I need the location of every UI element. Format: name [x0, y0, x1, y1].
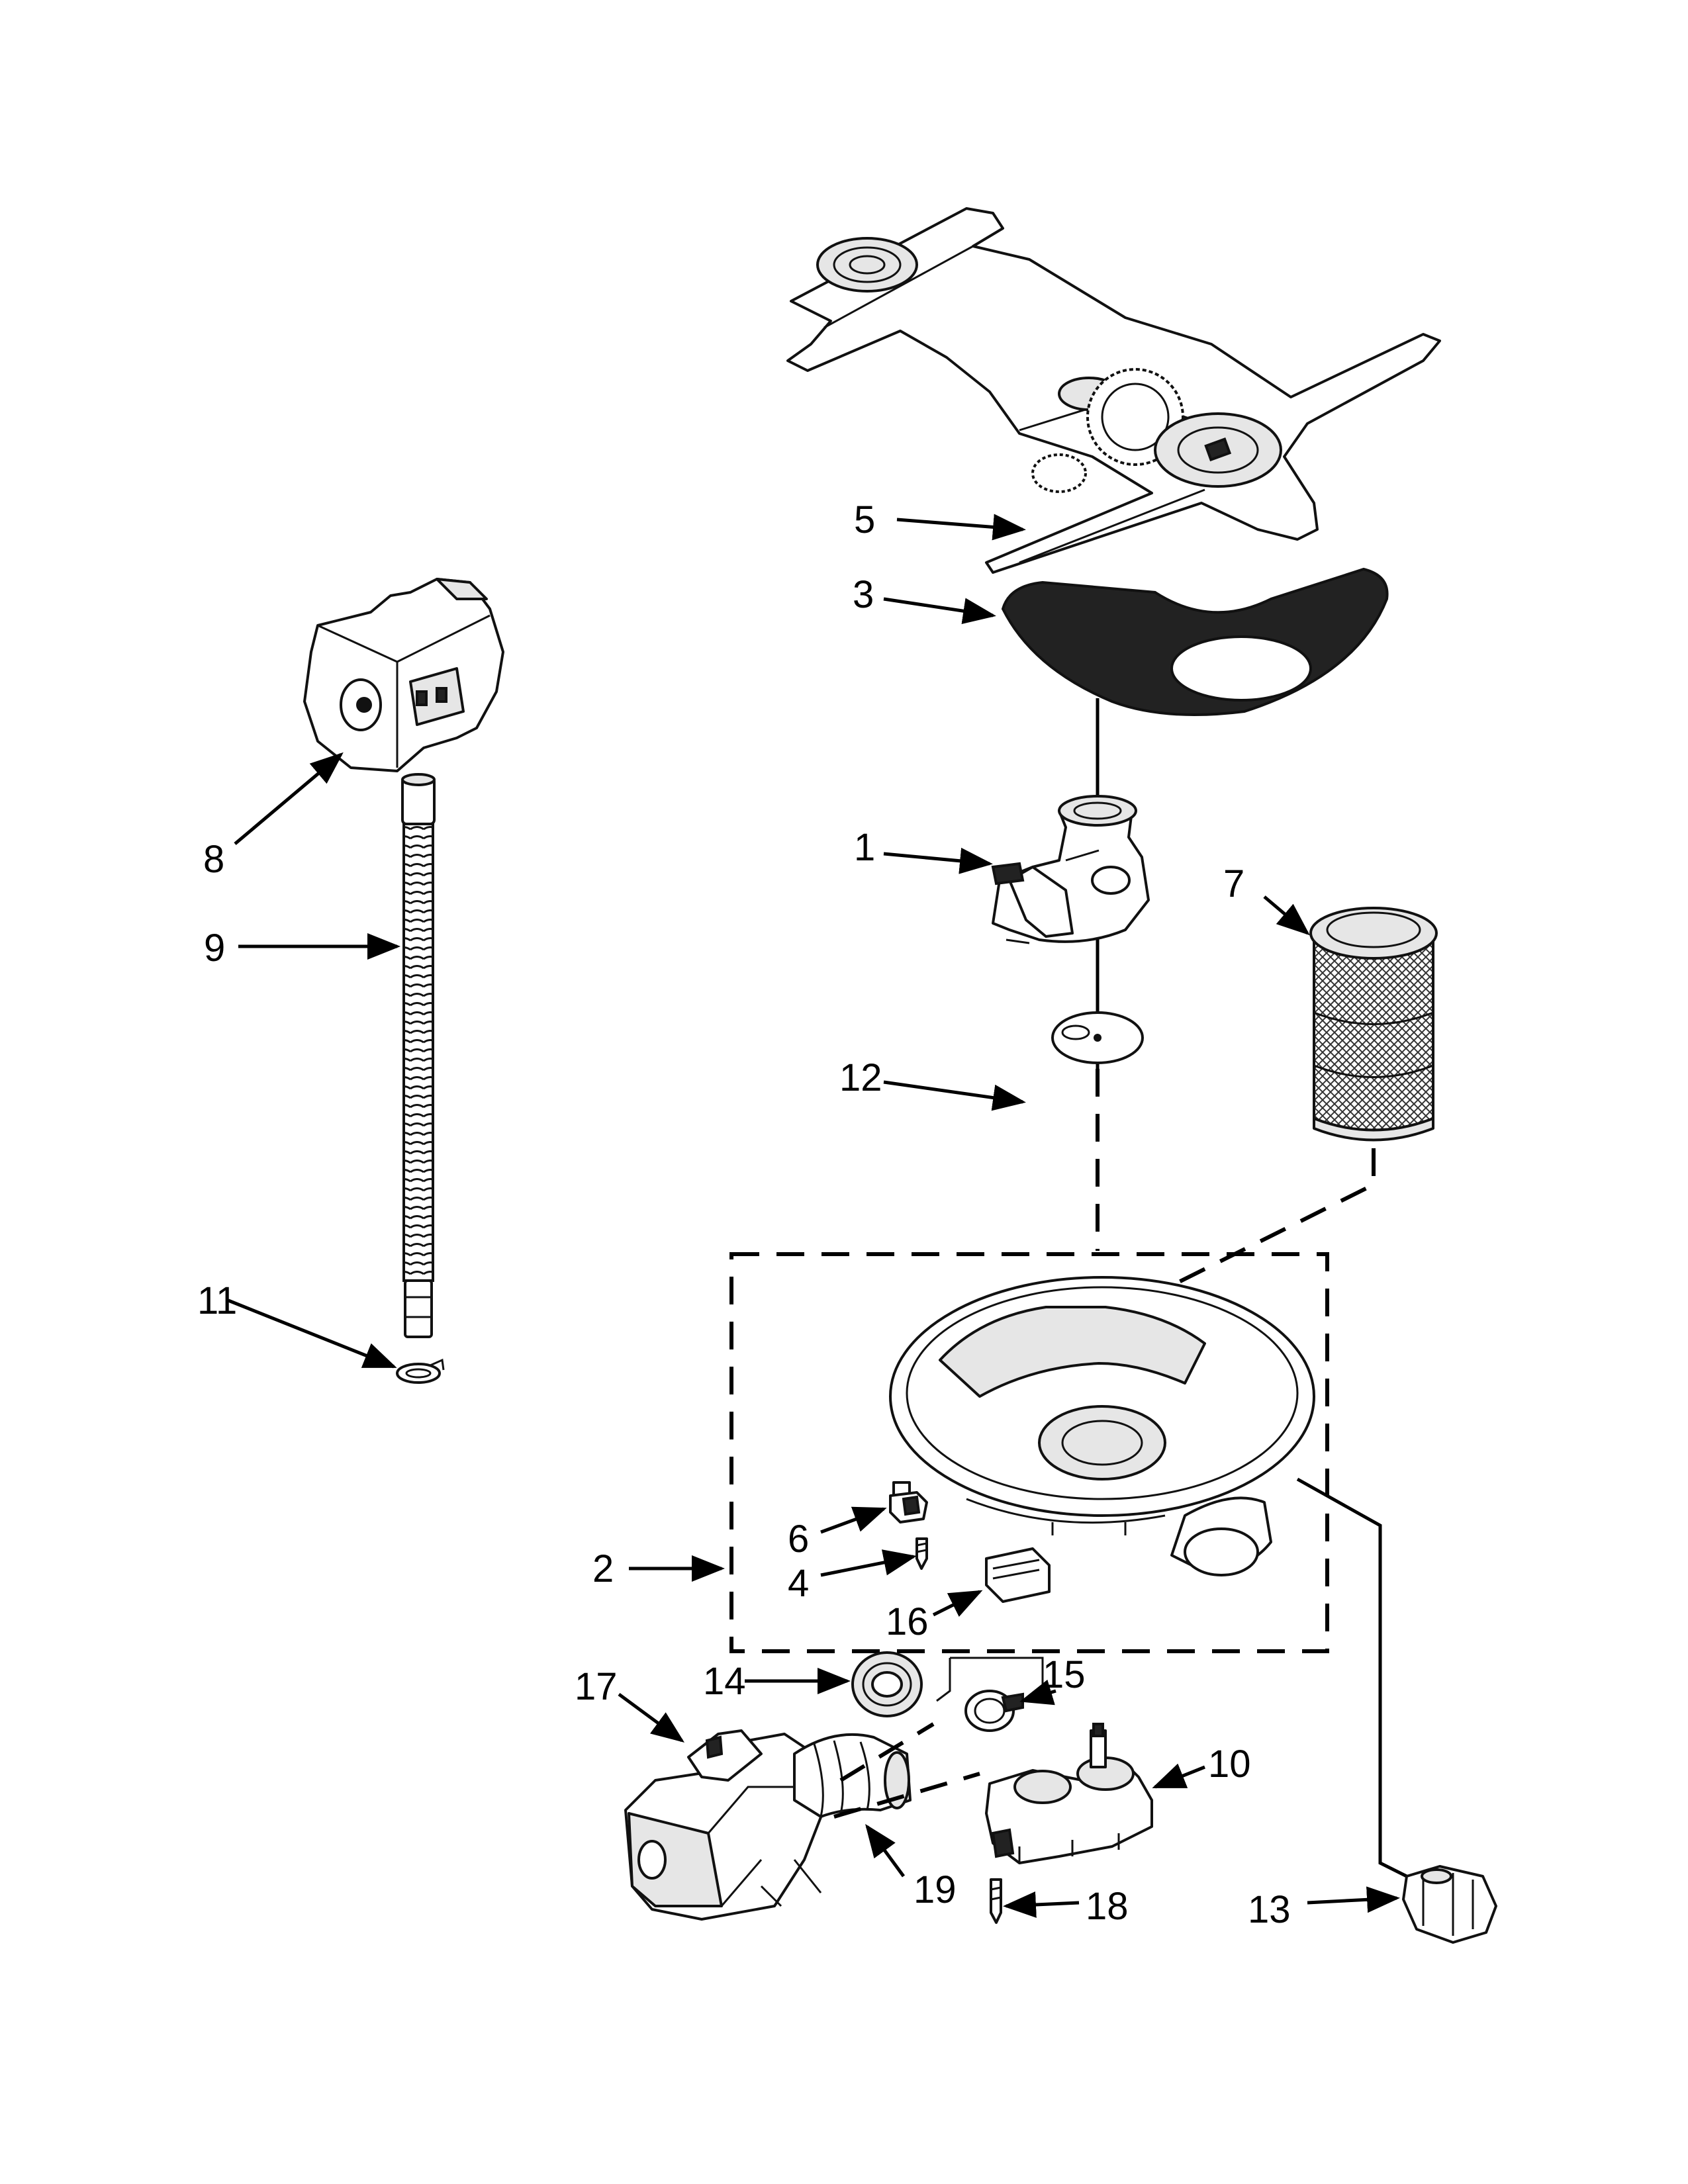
callout-15: 15: [1043, 1653, 1086, 1696]
part-13-sensor: [1402, 1865, 1497, 1944]
connector-dash-filter: [1147, 1148, 1376, 1337]
part-15-clamp: [936, 1657, 1044, 1732]
callout-4: 4: [788, 1562, 809, 1605]
callout-17: 17: [575, 1665, 618, 1708]
callout-6: 6: [788, 1518, 809, 1561]
callout-3: 3: [853, 573, 874, 616]
callout-13: 13: [1248, 1888, 1291, 1931]
callout-10: 10: [1208, 1743, 1251, 1786]
callout-12: 12: [839, 1056, 882, 1099]
callout-5: 5: [854, 498, 875, 541]
part-11-clamp: [396, 1358, 445, 1384]
callout-16: 16: [886, 1600, 929, 1643]
callout-2: 2: [592, 1547, 614, 1590]
part-6-clip: [889, 1491, 928, 1524]
part-10-diverter: [985, 1723, 1153, 1864]
part-7-filter: [1309, 907, 1438, 1142]
part-14-seal: [851, 1651, 923, 1717]
callout-19: 19: [914, 1868, 957, 1911]
callout-14: 14: [703, 1660, 746, 1703]
part-3-shield: [1001, 567, 1389, 716]
callout-1: 1: [854, 826, 875, 869]
part-12-disc: [1051, 1011, 1144, 1064]
part-9-hose: [401, 773, 436, 1338]
part-2-assembly-box: [729, 1252, 1329, 1653]
callout-9: 9: [204, 927, 225, 970]
part-16-block: [985, 1547, 1051, 1603]
part-17-pump-motor: [624, 1729, 829, 1921]
part-2-sump: [889, 1276, 1315, 1576]
callout-11: 11: [197, 1279, 237, 1322]
leader-arrows: [228, 514, 1400, 1918]
callout-7: 7: [1223, 862, 1244, 905]
part-5-spray-arm: [786, 207, 1441, 574]
part-8-pump: [303, 578, 504, 772]
callout-18: 18: [1086, 1885, 1129, 1928]
callout-8: 8: [203, 838, 224, 881]
connector-dash-hose: [833, 1722, 980, 1819]
part-4-screw: [915, 1537, 928, 1570]
part-1-wash-arm-mount: [991, 795, 1150, 944]
part-18-screw: [990, 1878, 1002, 1924]
callout-labels: 5 3 1 7 12 8 9 11 2 6 4 16 14 15 17 10 1…: [197, 498, 1291, 1931]
connector-line-sensor: [1296, 1477, 1415, 1882]
